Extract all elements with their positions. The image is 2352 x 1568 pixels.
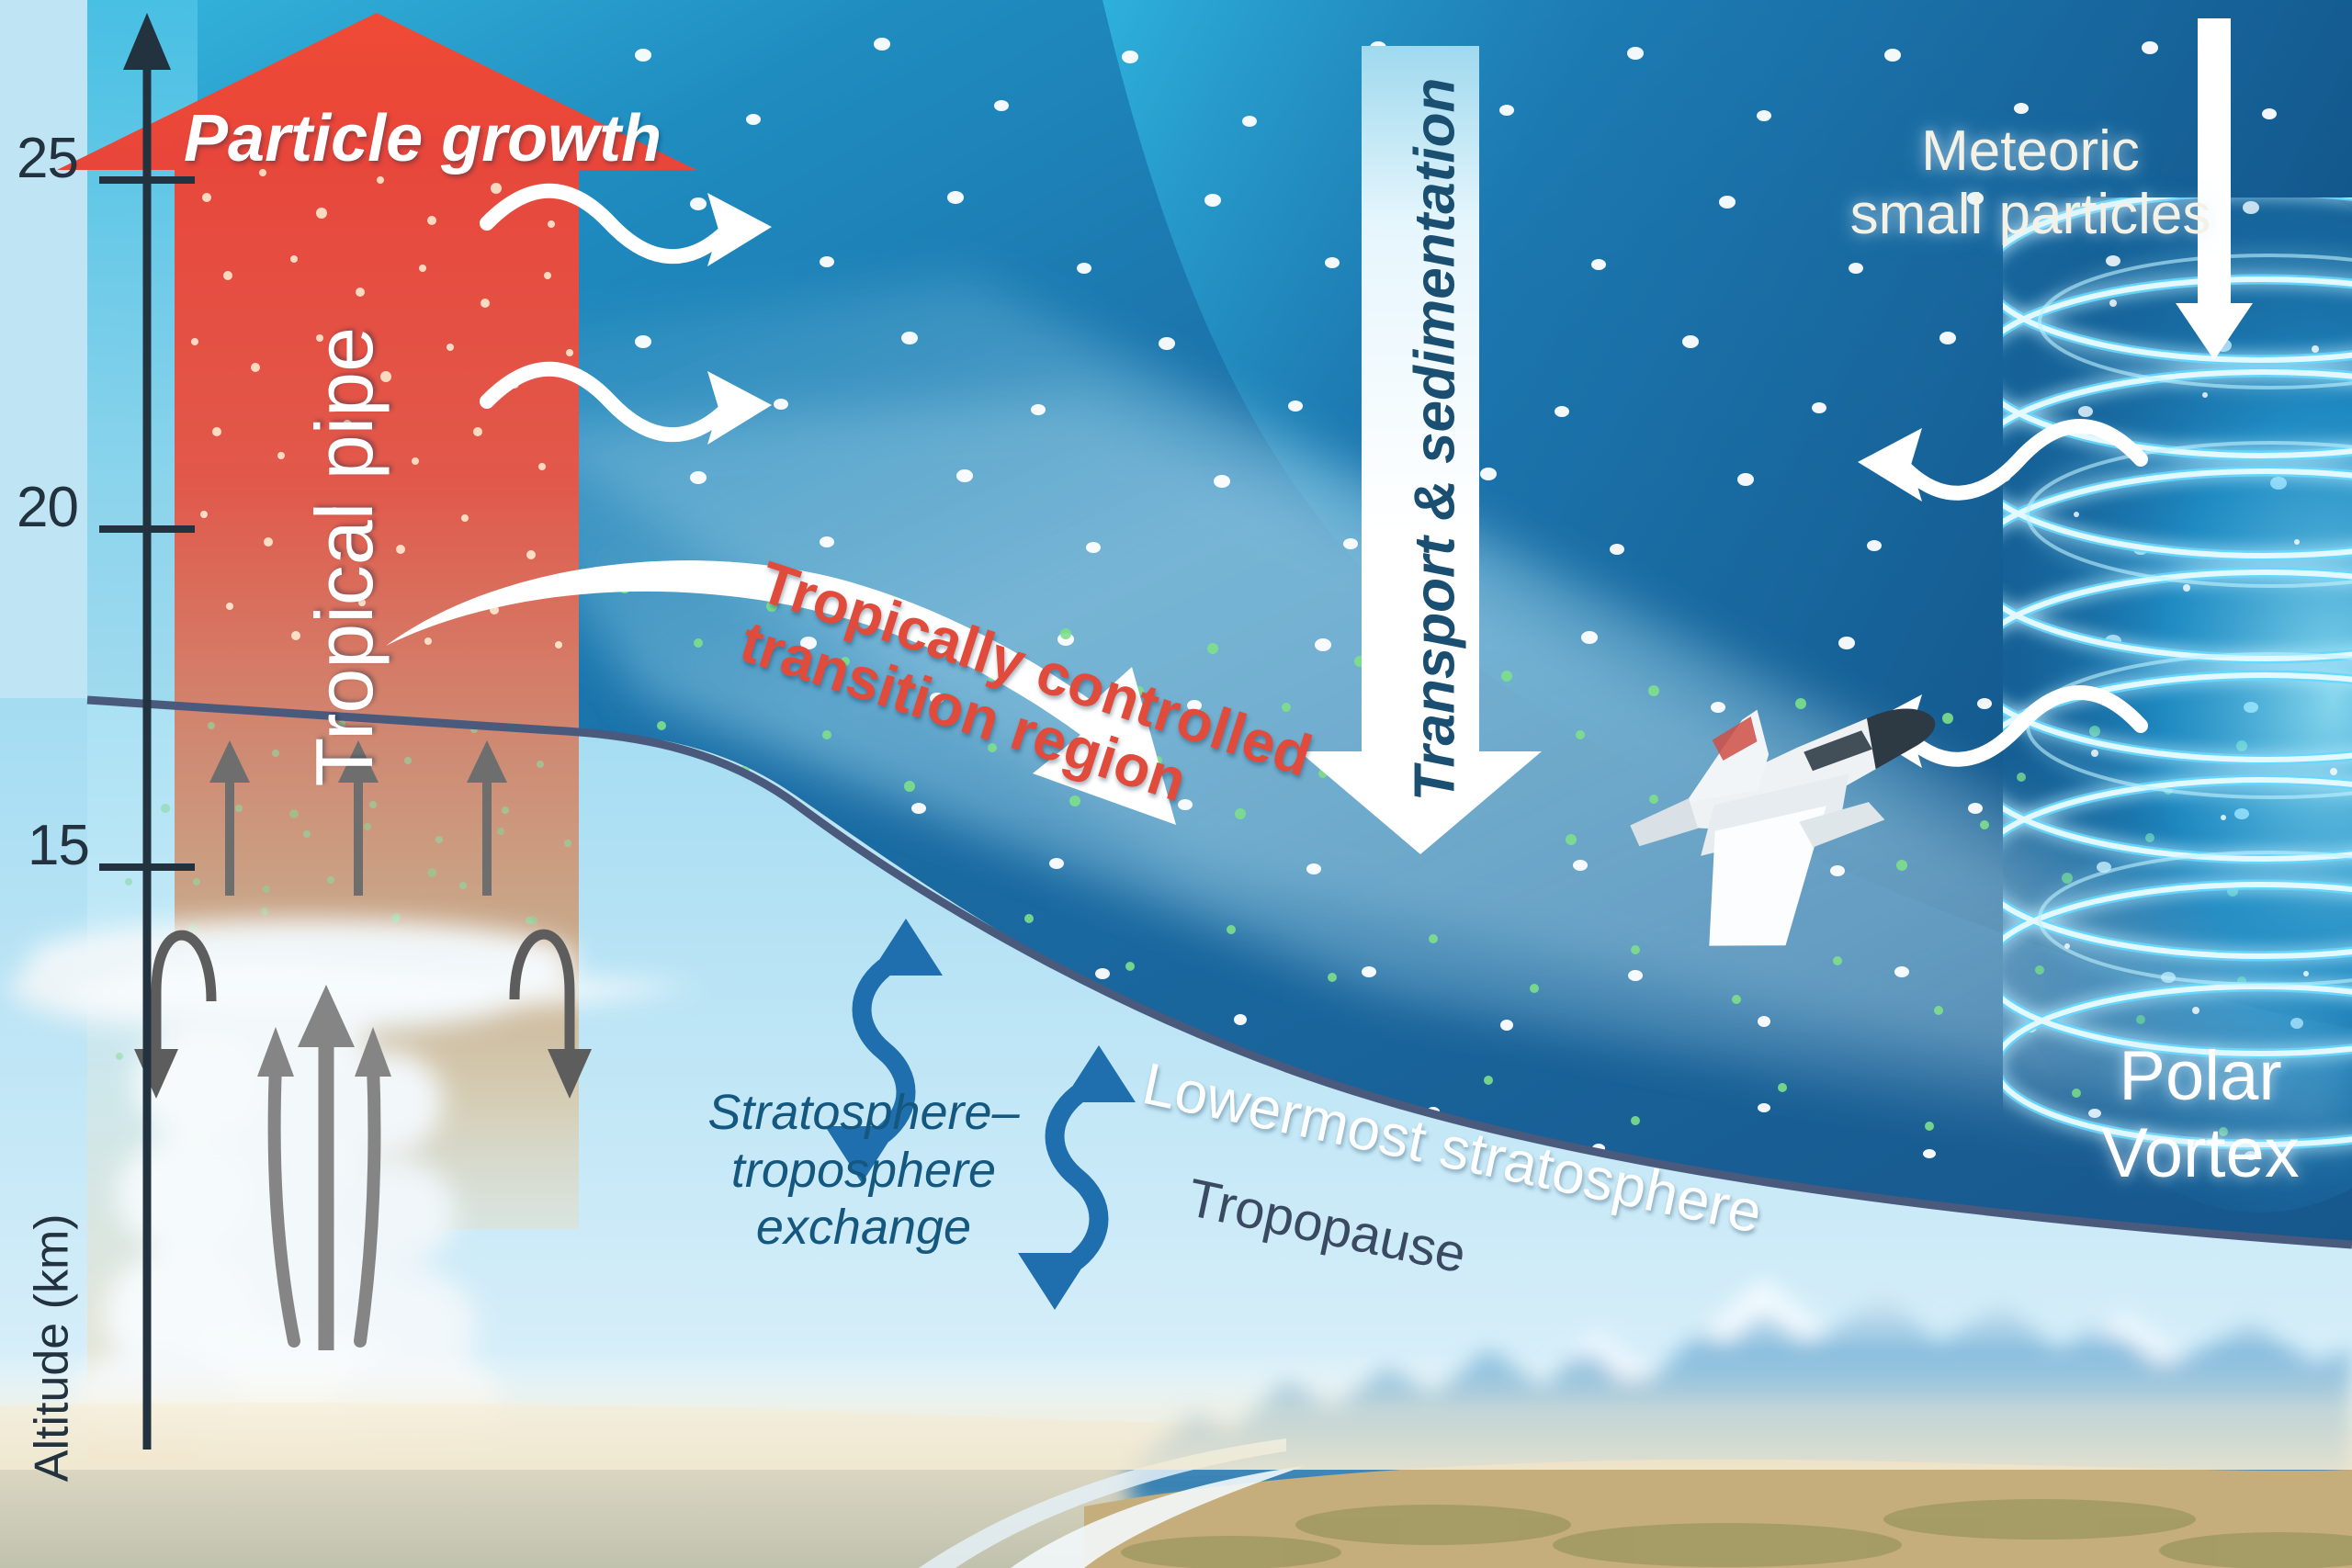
meteoric-line-2: small particles bbox=[1849, 183, 2211, 247]
polar-vortex-spiral-art bbox=[2003, 197, 2352, 1213]
transport-sedimentation-label: Transport & sedimentation bbox=[1403, 77, 1467, 802]
downward-arrow-meteoric-input-art bbox=[2176, 18, 2253, 360]
research-aircraft-art bbox=[1630, 708, 1936, 946]
meteoric-small-particles-label: Meteoric small particles bbox=[1828, 119, 2233, 247]
axis-tick-label-20: 20 bbox=[17, 476, 79, 539]
ste-line-2: troposphere bbox=[730, 1142, 997, 1198]
polar-vortex-line-1: Polar bbox=[2119, 1037, 2282, 1115]
curved-arrow-poleward-transport-art bbox=[386, 560, 1176, 825]
particle-growth-label: Particle growth bbox=[184, 102, 662, 175]
axis-tick-label-15: 15 bbox=[28, 814, 90, 877]
meteoric-line-1: Meteoric bbox=[1921, 119, 2140, 183]
axis-title: Altitude (km) bbox=[25, 1213, 79, 1483]
squiggle-double-arrow-ste-art bbox=[852, 958, 1109, 1270]
polar-vortex-label: Polar Vortex bbox=[2049, 1038, 2352, 1191]
landscape-art bbox=[0, 1279, 2352, 1568]
tropopause-line bbox=[86, 695, 2352, 1249]
axis-tick-label-25: 25 bbox=[17, 127, 79, 190]
tropical-pipe-label: Tropical pipe bbox=[298, 326, 390, 787]
altitude-axis-art bbox=[99, 13, 195, 1450]
ste-line-3: exchange bbox=[755, 1200, 972, 1256]
wavy-arrow-pipe-leak-art bbox=[480, 183, 735, 443]
polar-vortex-line-2: Vortex bbox=[2101, 1113, 2300, 1192]
wavy-arrow-vortex-leak-art bbox=[1894, 419, 2148, 767]
downward-arrow-transport-sedimentation-art bbox=[1299, 46, 1542, 854]
stratosphere-troposphere-exchange-label: Stratosphere– troposphere exchange bbox=[707, 1084, 1020, 1257]
ste-line-1: Stratosphere– bbox=[707, 1085, 1020, 1140]
